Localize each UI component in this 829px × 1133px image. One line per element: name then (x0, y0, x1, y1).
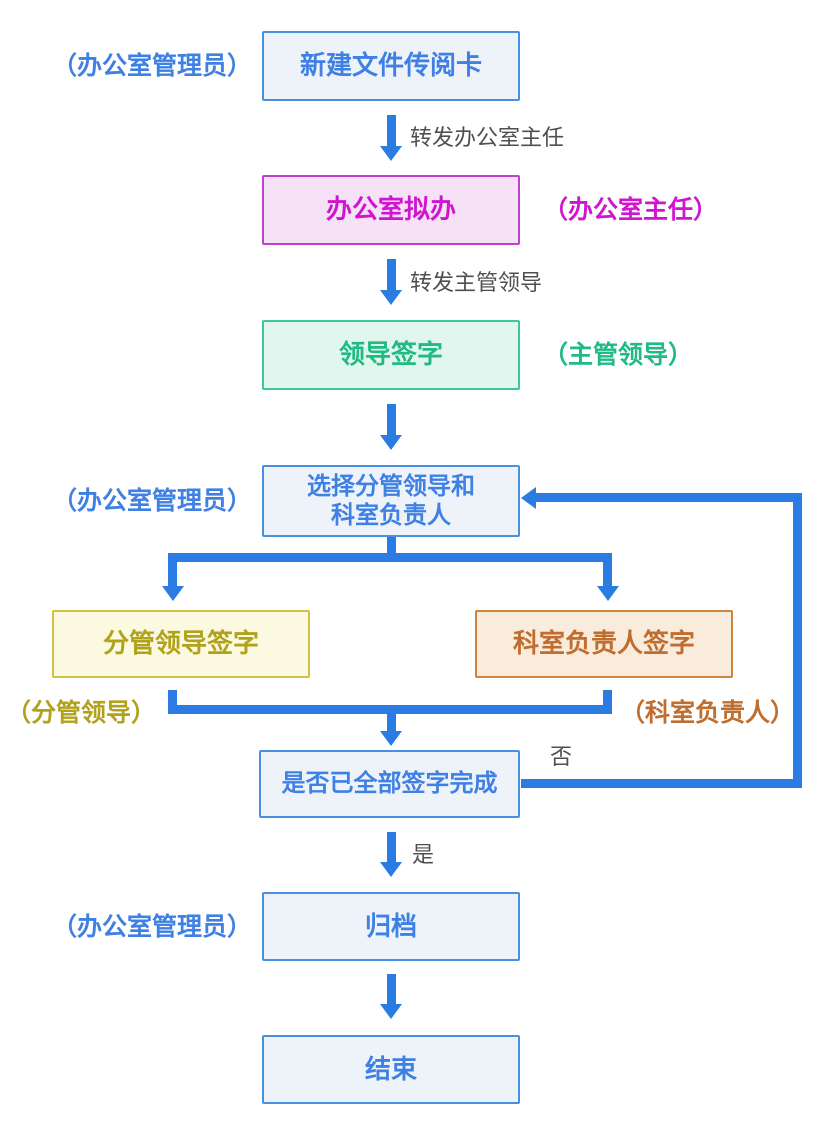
arrow-split-bar (168, 553, 612, 562)
arrow-archive-to-end-arrowhead-icon (380, 1004, 402, 1019)
node-leader-sign: 领导签字 (262, 320, 520, 390)
edge-label-forward-office-director: 转发办公室主任 (410, 125, 565, 150)
arrow-no-loop-arrowhead-icon (521, 487, 536, 509)
arrow-merge-bar (168, 705, 612, 714)
edge-label-yes: 是 (412, 842, 435, 867)
node-all-signed-check: 是否已全部签字完成 (259, 750, 520, 818)
node-dept-head-sign-label: 科室负责人签字 (512, 628, 695, 659)
arrow-split-stub (387, 537, 396, 555)
arrow-leader-to-select-arrowhead-icon (380, 435, 402, 450)
node-select-leaders-label-line2: 科室负责人 (331, 502, 451, 529)
arrow-split-right-arrowhead-icon (597, 586, 619, 601)
arrow-split-right-riser (603, 560, 612, 587)
edge-label-forward-supervisor: 转发主管领导 (410, 270, 543, 295)
actor-label-leader-sign: （主管领导） (543, 341, 694, 369)
arrow-leader-to-select-shaft (387, 404, 396, 436)
arrow-merge-left-riser (168, 690, 177, 714)
node-office-draft-label: 办公室拟办 (325, 194, 456, 225)
edge-label-no: 否 (550, 744, 573, 769)
node-deputy-leader-sign: 分管领导签字 (52, 610, 310, 678)
actor-label-office-draft: （办公室主任） (543, 196, 719, 224)
node-create-card: 新建文件传阅卡 (262, 31, 520, 101)
arrow-merge-stub (387, 713, 396, 732)
arrow-merge-right-riser (603, 690, 612, 714)
arrow-split-left-arrowhead-icon (162, 586, 184, 601)
node-create-card-label: 新建文件传阅卡 (299, 50, 482, 81)
actor-label-deputy-leader: （分管领导） (6, 699, 157, 727)
arrow-draft-to-leader-shaft (387, 259, 396, 291)
node-leader-sign-label: 领导签字 (338, 339, 443, 370)
node-office-draft: 办公室拟办 (262, 175, 520, 245)
arrow-yes-shaft (387, 832, 396, 863)
arrow-archive-to-end-shaft (387, 974, 396, 1005)
node-archive-label: 归档 (364, 910, 417, 941)
node-archive: 归档 (262, 892, 520, 961)
actor-label-create-card: （办公室管理员） (51, 52, 252, 80)
actor-label-select-leaders: （办公室管理员） (51, 487, 252, 515)
arrow-no-loop-bottom (521, 779, 802, 788)
node-select-leaders-label-line1: 选择分管领导和 (307, 472, 475, 500)
arrow-draft-to-leader-arrowhead-icon (380, 290, 402, 305)
node-select-leaders: 选择分管领导和 科室负责人 (262, 465, 520, 537)
node-end-label: 结束 (364, 1053, 417, 1084)
arrow-create-to-draft-arrowhead-icon (380, 146, 402, 161)
node-all-signed-check-label: 是否已全部签字完成 (281, 770, 498, 798)
arrow-no-loop-vertical (793, 493, 802, 788)
arrow-create-to-draft-shaft (387, 115, 396, 147)
arrow-split-left-riser (168, 560, 177, 587)
node-deputy-leader-sign-label: 分管领导签字 (102, 628, 259, 659)
node-end: 结束 (262, 1035, 520, 1104)
node-dept-head-sign: 科室负责人签字 (475, 610, 733, 678)
actor-label-dept-head: （科室负责人） (620, 699, 796, 727)
actor-label-archive: （办公室管理员） (51, 913, 252, 941)
arrow-merge-arrowhead-icon (380, 731, 402, 746)
arrow-no-loop-top (536, 493, 802, 502)
arrow-yes-arrowhead-icon (380, 862, 402, 877)
